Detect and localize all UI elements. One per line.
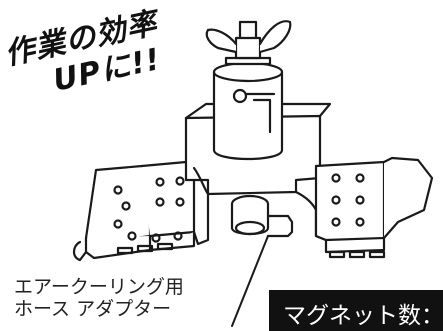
hose-fitting bbox=[230, 194, 294, 238]
caption-line-1: エアークーリング用 bbox=[14, 276, 184, 298]
cylinder-post bbox=[212, 56, 284, 161]
magnet-count-banner: マグネット数： bbox=[269, 290, 443, 331]
left-magnet-plate bbox=[72, 160, 196, 262]
wing-nut bbox=[205, 20, 292, 60]
caption-line-2: ホース アダプター bbox=[14, 298, 172, 321]
magnet-count-label: マグネット数： bbox=[283, 303, 443, 329]
caption-leader-line bbox=[231, 235, 269, 327]
right-magnet-plate bbox=[314, 156, 434, 259]
hose-adapter-caption: エアークーリング用 ホース アダプター bbox=[14, 276, 184, 321]
